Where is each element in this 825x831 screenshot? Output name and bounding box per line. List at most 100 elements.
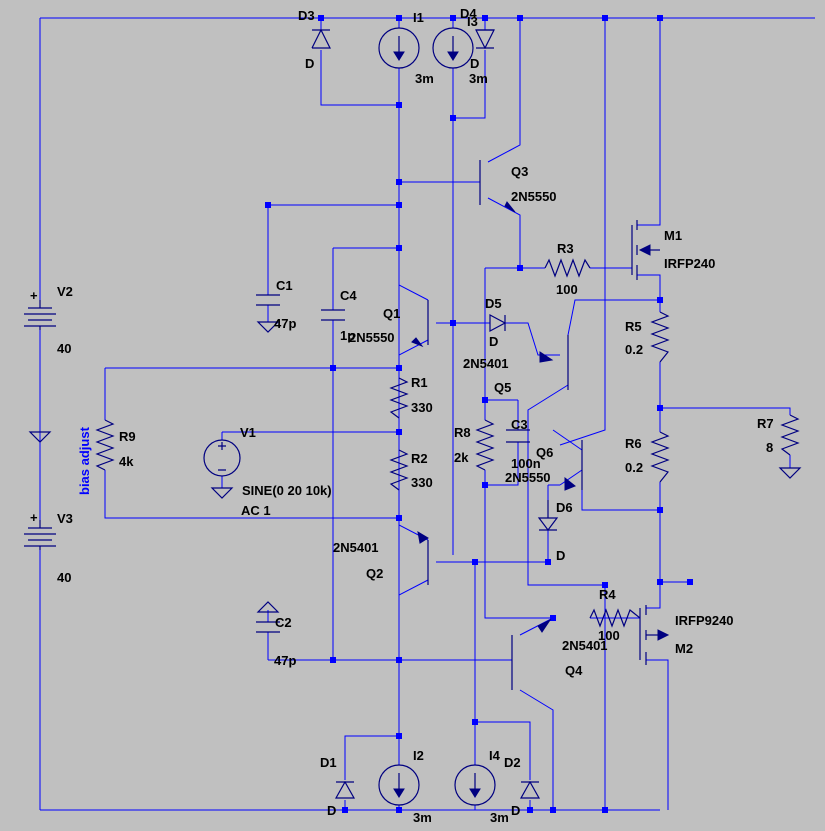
label-r5-name: R5 — [625, 319, 642, 334]
label-m2-value: IRFP9240 — [675, 613, 734, 628]
svg-text:+: + — [30, 510, 38, 525]
junction-dot — [472, 559, 478, 565]
label-q2-name: Q2 — [366, 566, 383, 581]
ground-c1-symbol — [256, 321, 280, 333]
label-d6-name: D6 — [556, 500, 573, 515]
ground-c2-symbol — [256, 601, 280, 613]
ground-r7-symbol — [778, 467, 802, 479]
label-v3-name: V3 — [57, 511, 73, 526]
junction-dot — [657, 405, 663, 411]
label-v1-value: SINE(0 20 10k) — [242, 483, 332, 498]
label-d2-value: D — [511, 803, 520, 818]
label-c3-value: 100n — [511, 456, 541, 471]
junction-dot — [396, 807, 402, 813]
label-q3-name: Q3 — [511, 164, 528, 179]
diode-d4-symbol — [475, 29, 495, 50]
ground-v1-symbol — [210, 487, 234, 499]
junction-dot — [472, 719, 478, 725]
junction-dot — [550, 615, 556, 621]
label-c4-name: C4 — [340, 288, 357, 303]
junction-dot — [602, 807, 608, 813]
battery-v3-symbol: + — [24, 510, 56, 550]
label-v1-ac: AC 1 — [241, 503, 271, 518]
resistor-r5-symbol — [650, 311, 670, 363]
label-d6-value: D — [556, 548, 565, 563]
junction-dot — [450, 115, 456, 121]
label-r7-value: 8 — [766, 440, 773, 455]
junction-dot — [482, 15, 488, 21]
label-m1-name: M1 — [664, 228, 682, 243]
current-source-i3-symbol — [432, 27, 474, 69]
junction-dot — [396, 202, 402, 208]
junction-dot — [396, 179, 402, 185]
label-d2-name: D2 — [504, 755, 521, 770]
label-c1-name: C1 — [276, 278, 293, 293]
label-c2-value: 47p — [274, 653, 296, 668]
capacitor-c1-symbol — [256, 294, 280, 306]
junction-dot — [602, 15, 608, 21]
label-q2-value: 2N5401 — [333, 540, 379, 555]
junction-dot — [396, 102, 402, 108]
label-i1-name: I1 — [413, 10, 424, 25]
label-d3-name: D3 — [298, 8, 315, 23]
label-r1-name: R1 — [411, 375, 428, 390]
junction-dot — [396, 429, 402, 435]
junction-dots — [265, 15, 693, 813]
bjt-q3-symbol — [479, 160, 516, 213]
resistor-r1-symbol — [389, 377, 409, 419]
diode-d3-symbol — [311, 28, 331, 49]
junction-dot — [545, 559, 551, 565]
label-i2-name: I2 — [413, 748, 424, 763]
junction-dot — [482, 482, 488, 488]
current-source-i1-symbol — [378, 27, 420, 69]
junction-dot — [396, 15, 402, 21]
bjt-q6-symbol — [564, 440, 583, 491]
junction-dot — [318, 15, 324, 21]
label-r7-name: R7 — [757, 416, 774, 431]
junction-dot — [687, 579, 693, 585]
label-d3-value: D — [305, 56, 314, 71]
junction-dot — [657, 579, 663, 585]
current-source-i4-symbol — [454, 764, 496, 806]
label-r4-name: R4 — [599, 587, 616, 602]
junction-dot — [517, 15, 523, 21]
junction-dot — [396, 365, 402, 371]
label-m1-value: IRFP240 — [664, 256, 715, 271]
label-bias-adjust: bias adjust — [77, 426, 92, 495]
junction-dot — [657, 15, 663, 21]
label-v3-value: 40 — [57, 570, 71, 585]
junction-dot — [527, 807, 533, 813]
label-r8-value: 2k — [454, 450, 469, 465]
label-m2-name: M2 — [675, 641, 693, 656]
label-q1-value: 2N5550 — [349, 330, 395, 345]
label-d4-value: D — [470, 56, 479, 71]
bjt-q1-symbol — [411, 300, 429, 348]
label-q1-name: Q1 — [383, 306, 400, 321]
resistor-r8-symbol — [475, 419, 495, 471]
svg-text:+: + — [30, 288, 38, 303]
component-labels: D3 D I1 3m D4 I3 D 3m Q3 2N5550 M1 IRFP2… — [57, 6, 774, 825]
junction-dot — [450, 320, 456, 326]
ground-mid-symbol — [28, 431, 52, 443]
diode-d1-symbol — [334, 780, 356, 799]
bjt-q4-symbol — [511, 618, 552, 690]
label-i4-name: I4 — [489, 748, 501, 763]
mosfet-m1-symbol — [631, 220, 660, 280]
junction-dot — [482, 397, 488, 403]
resistor-r6-symbol — [650, 431, 670, 483]
label-q4-name: Q4 — [565, 663, 583, 678]
label-r6-value: 0.2 — [625, 460, 643, 475]
label-r9-name: R9 — [119, 429, 136, 444]
junction-dot — [396, 733, 402, 739]
label-i3-name: I3 — [467, 14, 478, 29]
junction-dot — [396, 245, 402, 251]
diode-d5-symbol — [489, 314, 507, 332]
label-r2-value: 330 — [411, 475, 433, 490]
label-i1-value: 3m — [415, 71, 434, 86]
label-q6-name: Q6 — [536, 445, 553, 460]
resistor-r7-symbol — [780, 414, 800, 456]
bjt-q2-symbol — [417, 531, 429, 585]
bjt-q5-symbol — [539, 335, 569, 390]
